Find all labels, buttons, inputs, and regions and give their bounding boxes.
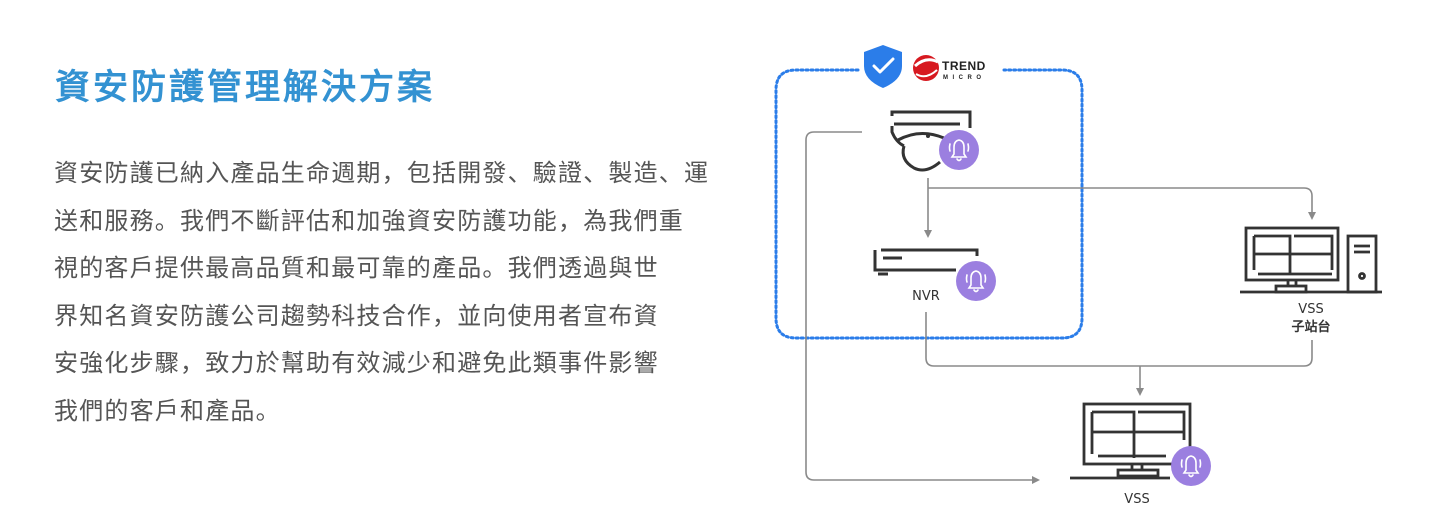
connector-nvr-vss <box>925 312 1313 367</box>
connector-camera-vss <box>805 131 1040 484</box>
page-title: 資安防護管理解決方案 <box>55 68 436 108</box>
description-line: 視的客戶提供最高品質和最可靠的產品。我們透過與世 <box>54 254 659 282</box>
vss-substation-label-line1: VSS <box>1298 302 1323 317</box>
vss-label: VSS <box>1124 492 1149 507</box>
description-line: 安強化步驟，致力於幫助有效減少和避免此類事件影響 <box>54 349 659 377</box>
dome-camera-icon <box>890 110 972 172</box>
shield-check-icon <box>864 45 902 88</box>
vss-alert-badge <box>1171 446 1211 486</box>
nvr-alert-badge <box>956 261 996 301</box>
description-line: 送和服務。我們不斷評估和加強資安防護功能，為我們重 <box>54 206 684 235</box>
nvr-icon <box>873 248 979 276</box>
description-line: 界知名資安防護公司趨勢科技合作，並向使用者宣布資 <box>54 301 659 330</box>
bell-icon <box>948 139 970 162</box>
bell-icon <box>1180 455 1202 478</box>
trend-micro-logo: TREND MICRO <box>913 55 986 81</box>
description: 資安防護已納入產品生命週期，包括開發、驗證、製造、運 送和服務。我們不斷評估和加… <box>54 150 714 435</box>
trend-micro-word-1: TREND <box>942 59 986 73</box>
connections <box>805 131 1316 484</box>
vss-substation-label-line2: 子站台 <box>1291 319 1330 335</box>
nvr-label: NVR <box>912 289 940 304</box>
description-line: 我們的客戶和產品。 <box>54 396 281 425</box>
vss-substation-icon <box>1240 226 1382 294</box>
protected-zone-border <box>774 68 1084 340</box>
bell-icon <box>965 270 987 293</box>
description-line: 資安防護已納入產品生命週期，包括開發、驗證、製造、運 <box>54 159 710 187</box>
camera-alert-badge <box>939 130 979 170</box>
connector-camera-vss-sub <box>928 187 1316 220</box>
vss-monitor-icon <box>1070 402 1192 480</box>
trend-micro-word-2: MICRO <box>943 75 986 81</box>
